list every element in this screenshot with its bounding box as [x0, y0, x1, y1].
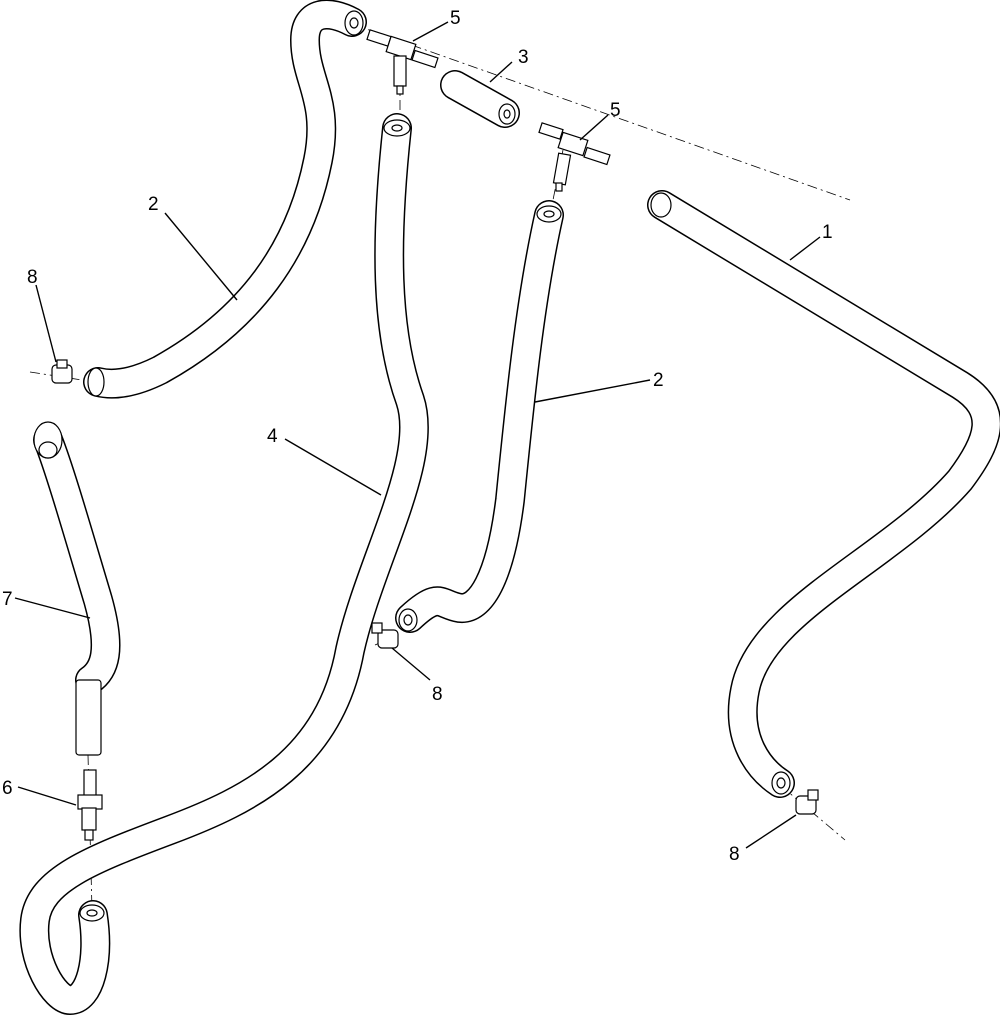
- callout-5-left: 5: [450, 8, 461, 29]
- tee-fitting-5-left: [366, 29, 439, 95]
- callout-6: 6: [2, 778, 13, 799]
- clamp-8-middle: [371, 622, 399, 649]
- callout-7: 7: [2, 589, 13, 610]
- callout-8-left: 8: [27, 267, 38, 288]
- callout-5-right: 5: [610, 100, 621, 121]
- tee-fitting-5-right: [538, 122, 611, 192]
- hose-3: [440, 70, 520, 128]
- connector-6: [77, 769, 103, 841]
- callout-4: 4: [267, 426, 278, 447]
- callout-labels: 5 3 5 1 2 8 2 4 7 8 6 8: [2, 8, 833, 865]
- assembly-axes: [29, 24, 851, 911]
- callout-8-right: 8: [729, 844, 740, 865]
- hose-2-upper: [83, 0, 367, 399]
- callout-2-middle: 2: [653, 370, 664, 391]
- clamp-8-left: [51, 359, 73, 384]
- callout-1: 1: [822, 222, 833, 243]
- leader-lines: [14, 21, 821, 849]
- hose-7: [33, 421, 121, 756]
- callout-8-middle: 8: [432, 684, 443, 705]
- callout-3: 3: [518, 47, 529, 68]
- clamp-8-right: [795, 789, 819, 815]
- callout-2-upper: 2: [148, 194, 159, 215]
- hose-1: [647, 190, 1000, 798]
- hose-2-middle: [395, 200, 564, 633]
- hose-4: [19, 113, 429, 1015]
